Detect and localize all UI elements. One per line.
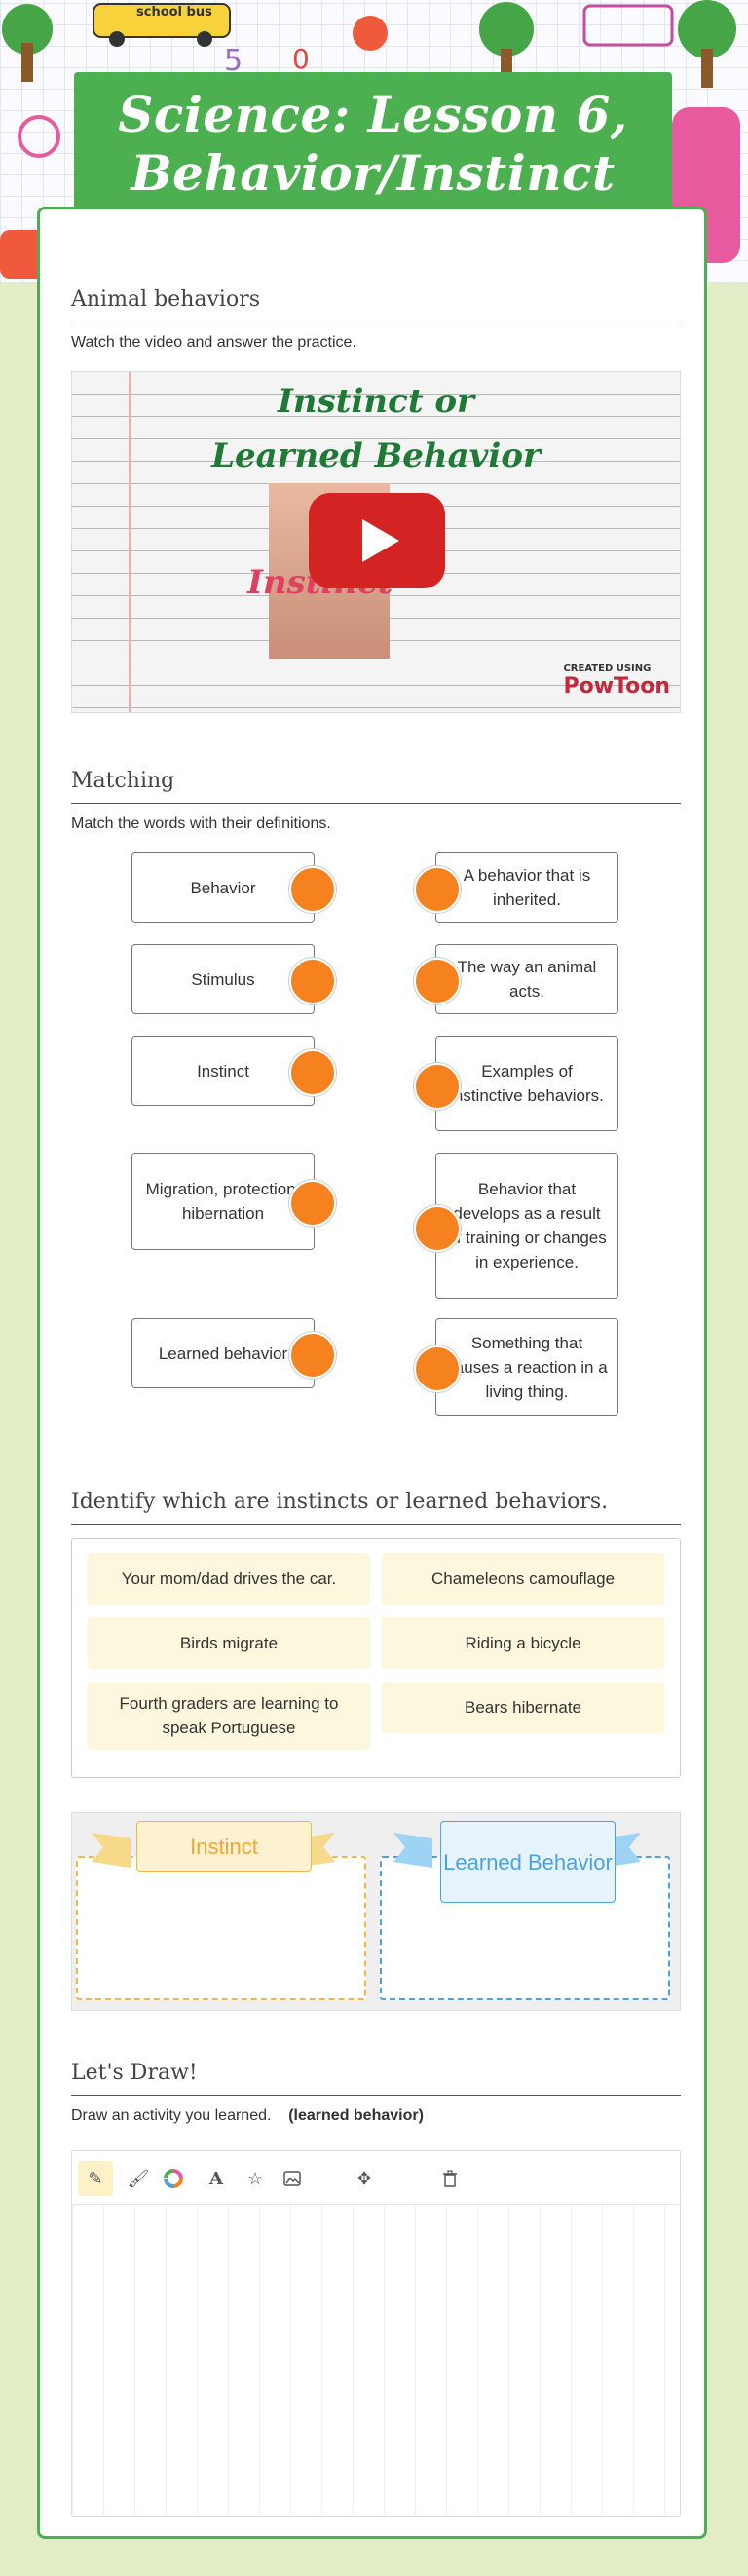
match-left-item[interactable]: Behavior [131, 852, 315, 923]
match-connector-dot[interactable] [414, 1063, 461, 1110]
match-right-item[interactable]: Something that causes a reaction in a li… [435, 1318, 618, 1416]
bin-label-instinct: Instinct [136, 1821, 312, 1872]
match-right-item[interactable]: The way an animal acts. [435, 944, 618, 1014]
sort-item[interactable]: Riding a bicycle [382, 1617, 664, 1669]
star-icon[interactable]: ☆ [246, 2168, 264, 2188]
match-connector-dot[interactable] [289, 1049, 336, 1096]
move-icon[interactable]: ✥ [356, 2168, 372, 2188]
section-title-sort: Identify which are instincts or learned … [71, 1490, 681, 1525]
worksheet-card: Animal behaviors Watch the video and ans… [37, 207, 707, 2539]
section-video: Animal behaviors Watch the video and ans… [71, 287, 681, 352]
sort-item-bank: Your mom/dad drives the car. Chameleons … [71, 1538, 681, 1778]
page-title-line1: Science: Lesson 6, [118, 86, 628, 143]
video-text-line1: Instinct or [278, 382, 474, 421]
section-matching: Matching Match the words with their defi… [71, 769, 681, 833]
page-title-banner: Science: Lesson 6,Behavior/Instinct [74, 72, 672, 216]
match-connector-dot[interactable] [414, 866, 461, 913]
play-button-icon[interactable] [309, 493, 445, 588]
drawing-toolbar: ✎ 🖌 A ☆ ✥ [72, 2151, 680, 2205]
match-connector-dot[interactable] [289, 958, 336, 1004]
page-title-line2: Behavior/Instinct [131, 144, 616, 202]
doodle-bus-text: school bus [136, 5, 212, 19]
sort-drop-area: Instinct Learned Behavior [71, 1812, 681, 2011]
match-left-item[interactable]: Migration, protection, hibernation [131, 1153, 315, 1250]
video-text-line2: Learned Behavior [211, 436, 541, 475]
bin-instinct[interactable] [76, 1856, 366, 2000]
match-right-item[interactable]: Examples of instinctive behaviors. [435, 1036, 618, 1131]
sort-item[interactable]: Chameleons camouflage [382, 1553, 664, 1605]
ribbon-left-icon [92, 1833, 131, 1868]
section-draw: Let's Draw! Draw an activity you learned… [71, 2061, 681, 2125]
svg-text:0: 0 [292, 43, 310, 75]
doodle-decorations: school bus 5 0 [0, 0, 740, 279]
match-connector-dot[interactable] [289, 1180, 336, 1227]
image-icon[interactable] [275, 2161, 310, 2196]
sort-item[interactable]: Your mom/dad drives the car. [88, 1553, 370, 1605]
drawing-canvas[interactable] [72, 2205, 680, 2516]
video-player[interactable]: Instinct or Learned Behavior Instinct CR… [71, 371, 681, 713]
text-icon[interactable]: A [209, 2168, 223, 2189]
match-connector-dot[interactable] [414, 1345, 461, 1392]
color-wheel-icon[interactable] [156, 2161, 191, 2196]
match-left-item[interactable]: Learned behavior [131, 1318, 315, 1388]
section-title-video: Animal behaviors [71, 287, 681, 322]
image-graphic [283, 2171, 301, 2186]
drawing-widget: ✎ 🖌 A ☆ ✥ [71, 2150, 681, 2517]
ribbon-left-icon [393, 1833, 432, 1868]
match-connector-dot[interactable] [414, 1205, 461, 1252]
section-title-matching: Matching [71, 769, 681, 804]
notebook-margin [129, 372, 131, 712]
draw-instructions-text: Draw an activity you learned. [71, 2107, 272, 2124]
match-connector-dot[interactable] [414, 958, 461, 1004]
page-title: Science: Lesson 6,Behavior/Instinct [118, 86, 627, 203]
sort-item[interactable]: Fourth graders are learning to speak Por… [88, 1682, 370, 1750]
sort-item[interactable]: Birds migrate [88, 1617, 370, 1669]
header-background: school bus 5 0 Science: Lesson 6,Behavio… [0, 0, 748, 283]
match-connector-dot[interactable] [289, 1332, 336, 1379]
match-connector-dot[interactable] [289, 866, 336, 913]
color-wheel-graphic [164, 2169, 183, 2188]
draw-instructions-bold: (learned behavior) [288, 2107, 424, 2124]
section-title-draw: Let's Draw! [71, 2061, 681, 2096]
section-sort: Identify which are instincts or learned … [71, 1490, 681, 1525]
sort-item[interactable]: Bears hibernate [382, 1682, 664, 1733]
trash-graphic [443, 2170, 457, 2187]
pencil-icon[interactable]: ✎ [78, 2161, 113, 2196]
match-right-item[interactable]: A behavior that is inherited. [435, 852, 618, 923]
bin-label-learned: Learned Behavior [440, 1821, 616, 1903]
video-instructions: Watch the video and answer the practice. [71, 334, 356, 351]
match-left-item[interactable]: Stimulus [131, 944, 315, 1014]
badge-text: PowToon [563, 674, 670, 699]
matching-instructions: Match the words with their definitions. [71, 815, 331, 832]
match-right-item[interactable]: Behavior that develops as a result of tr… [435, 1153, 618, 1299]
badge-small-text: CREATED USING [563, 663, 652, 674]
trash-icon[interactable] [432, 2161, 468, 2196]
brush-icon[interactable]: 🖌 [127, 2168, 150, 2188]
match-left-item[interactable]: Instinct [131, 1036, 315, 1106]
svg-text:5: 5 [224, 44, 243, 78]
draw-instructions: Draw an activity you learned. (learned b… [71, 2107, 681, 2125]
